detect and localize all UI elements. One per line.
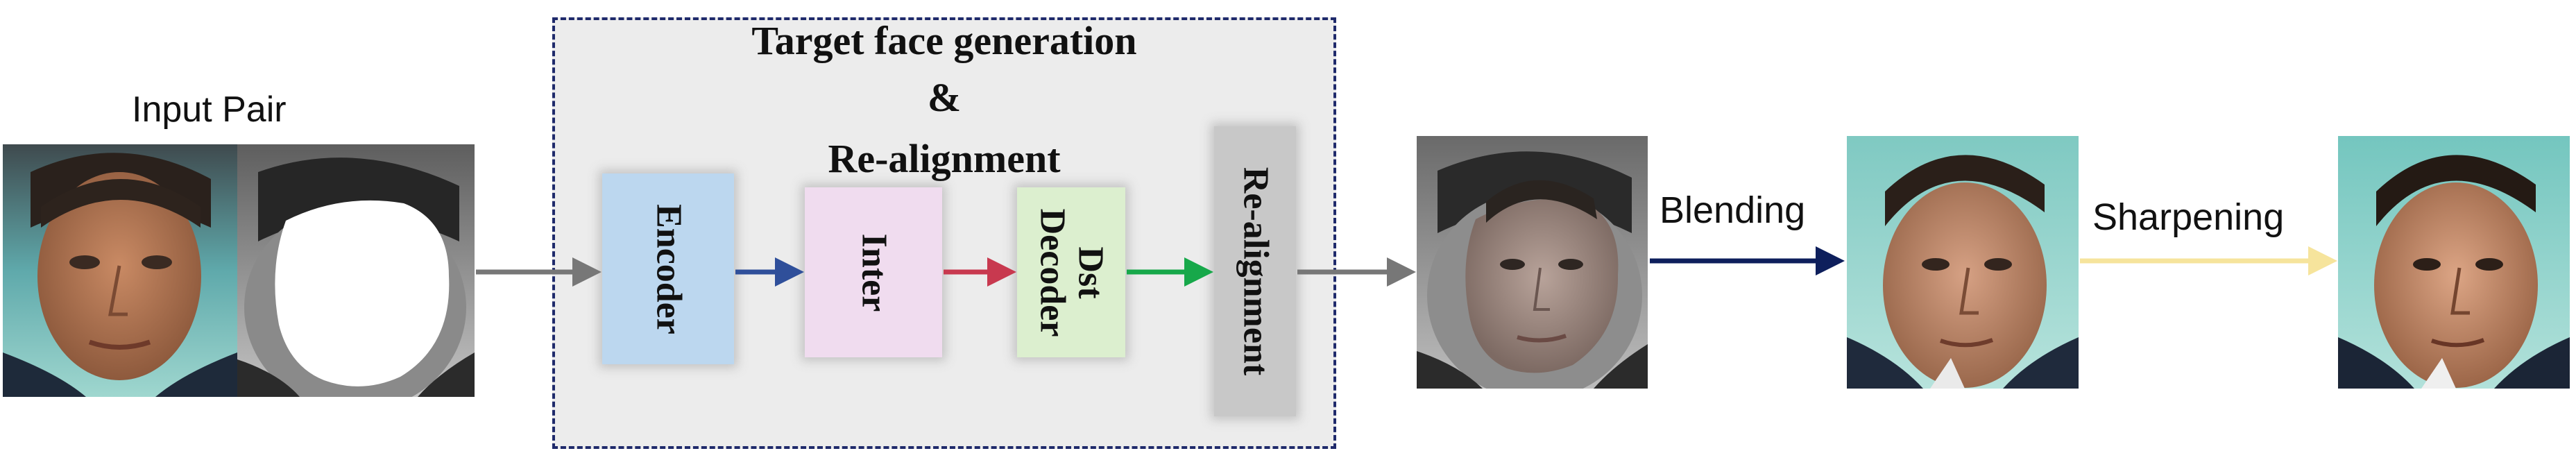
- generated-face-image: [1417, 136, 1648, 389]
- generation-title-line3: Re-alignment: [828, 136, 1061, 181]
- blending-label: Blending: [1660, 189, 1806, 231]
- input-face-image: [3, 144, 237, 397]
- generation-title-line1: Target face generation: [751, 18, 1137, 63]
- encoder-block: Encoder: [602, 173, 734, 364]
- blended-face-image: [1847, 136, 2079, 389]
- dst-decoder-block: Dst Decoder: [1017, 187, 1125, 357]
- inter-block: Inter: [805, 187, 942, 357]
- input-pair-title: Input Pair: [132, 90, 287, 130]
- realignment-block: Re-alignment: [1214, 126, 1296, 416]
- sharpening-label: Sharpening: [2092, 196, 2285, 238]
- generation-title-line2: &: [927, 75, 962, 120]
- masked-target-image: [237, 144, 475, 397]
- sharpened-face-image: [2338, 136, 2570, 389]
